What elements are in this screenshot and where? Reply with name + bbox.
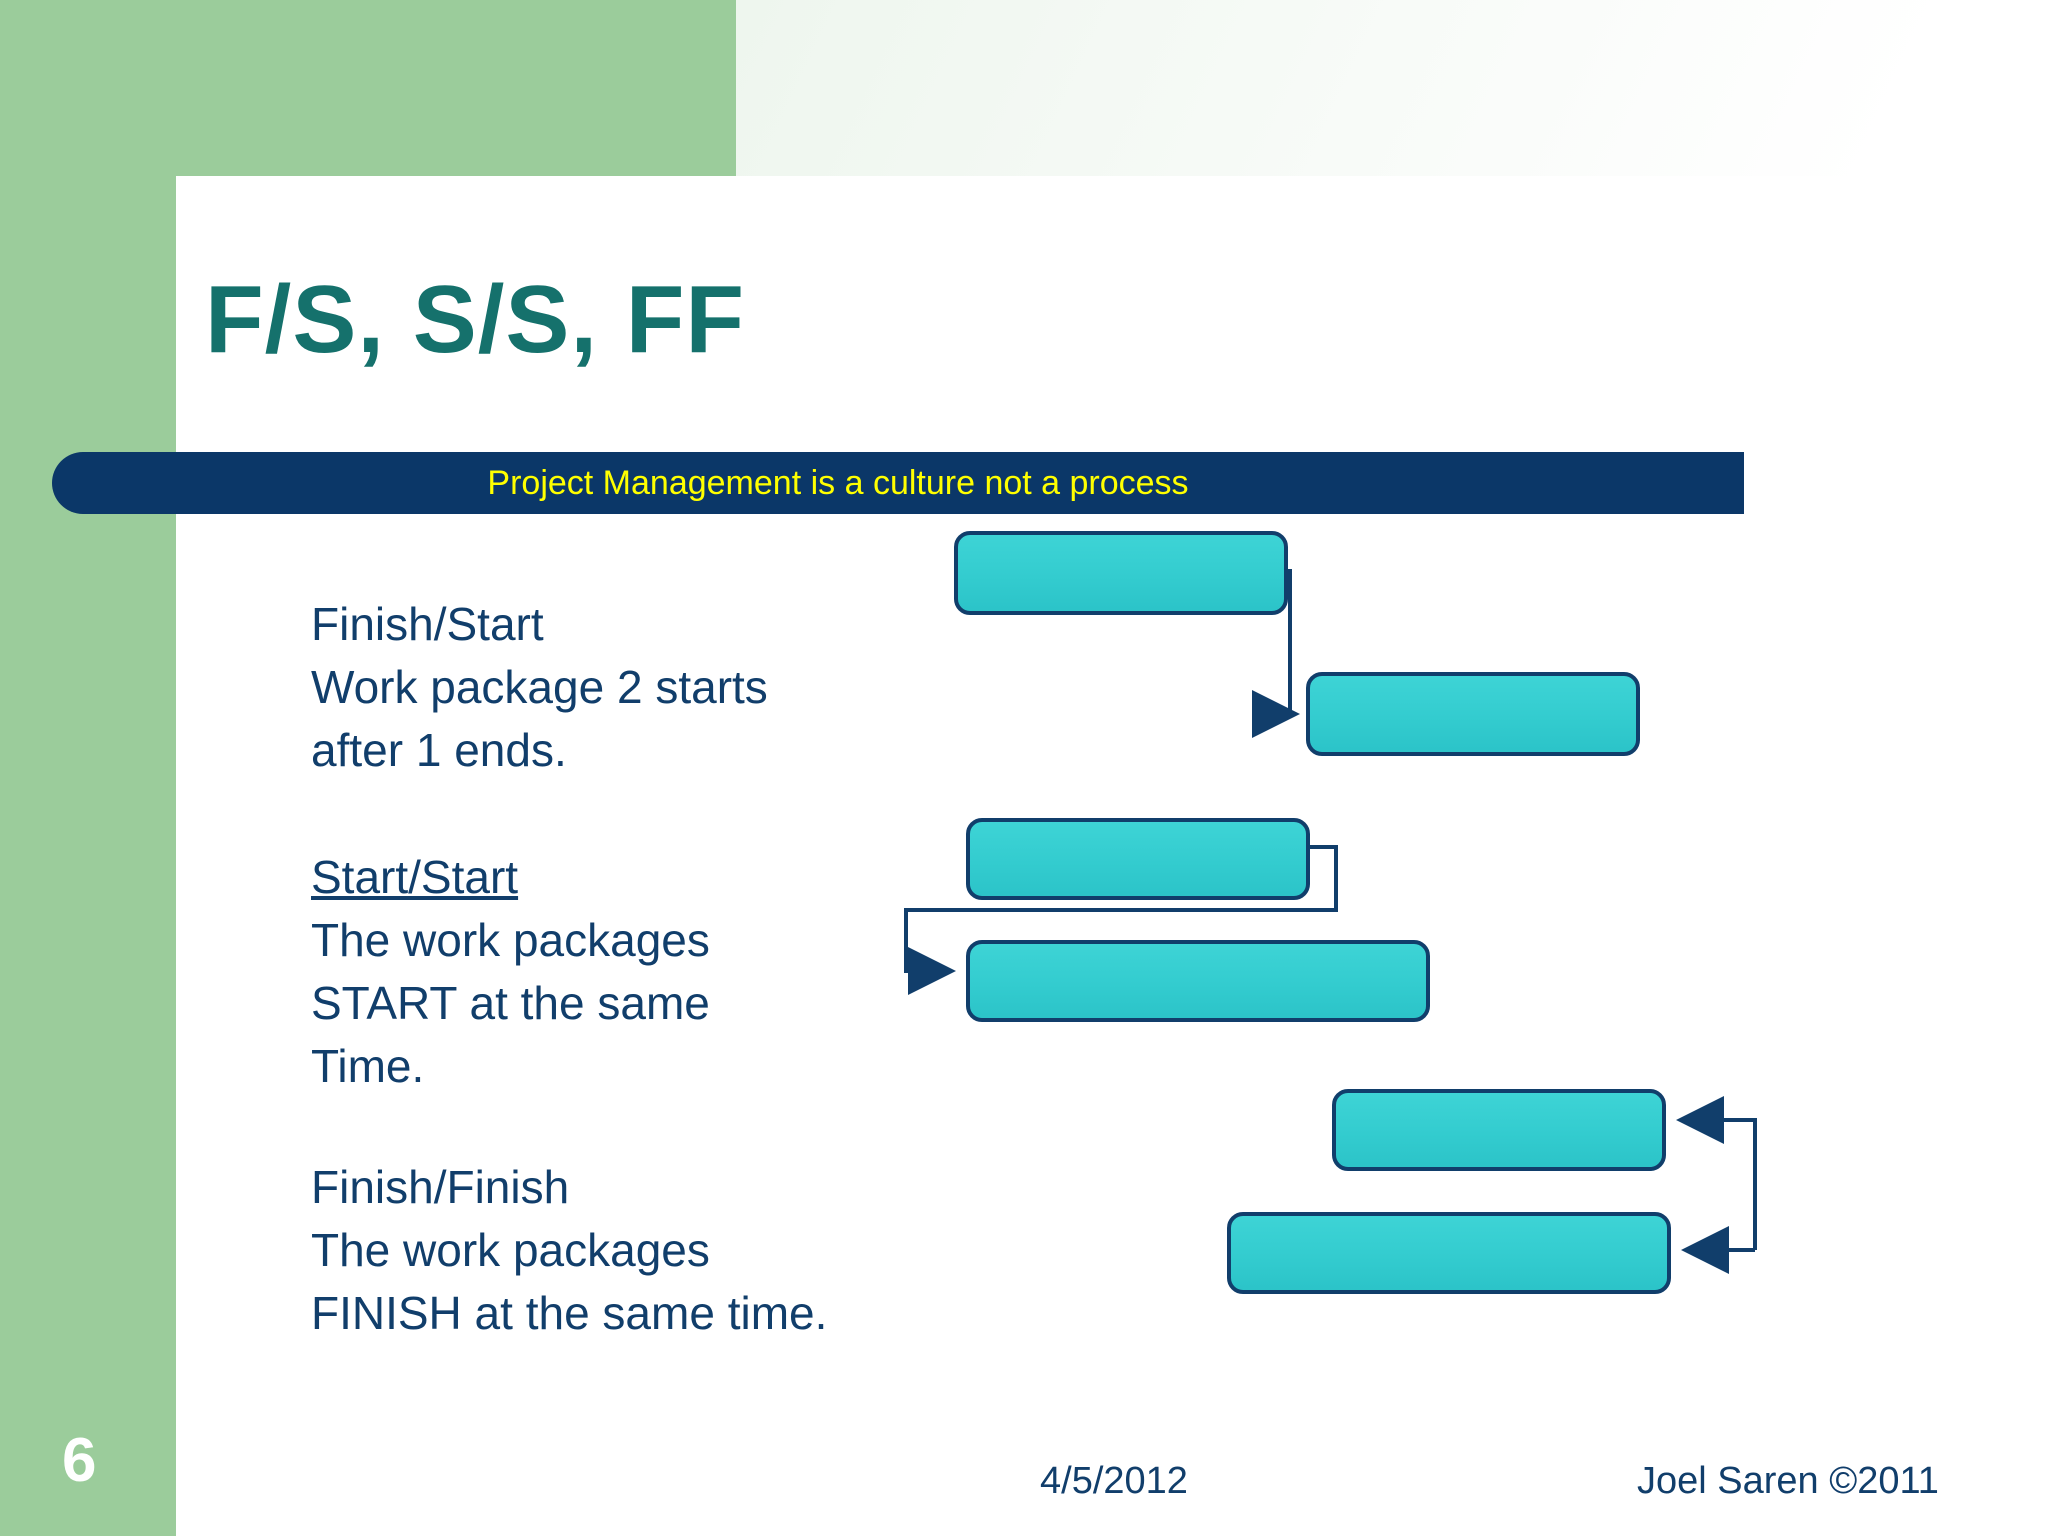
heading-start-start: Start/Start (311, 851, 519, 903)
slogan-banner: Project Management is a culture not a pr… (52, 452, 1744, 514)
body-start-start: The work packages START at the same Time… (311, 914, 710, 1092)
body-finish-start: Work package 2 starts after 1 ends. (311, 661, 768, 776)
body-finish-finish: The work packages FINISH at the same tim… (311, 1224, 828, 1339)
page-number: 6 (62, 1426, 97, 1495)
slogan-banner-text: Project Management is a culture not a pr… (487, 464, 1189, 502)
heading-finish-finish: Finish/Finish (311, 1161, 570, 1213)
slide-title: F/S, S/S, FF (205, 266, 746, 373)
heading-finish-start: Finish/Start (311, 598, 544, 650)
green-sidebar-strip (0, 0, 176, 1536)
footer-date: 4/5/2012 (1040, 1460, 1188, 1502)
footer-credit: Joel Saren ©2011 (1637, 1460, 1939, 1502)
